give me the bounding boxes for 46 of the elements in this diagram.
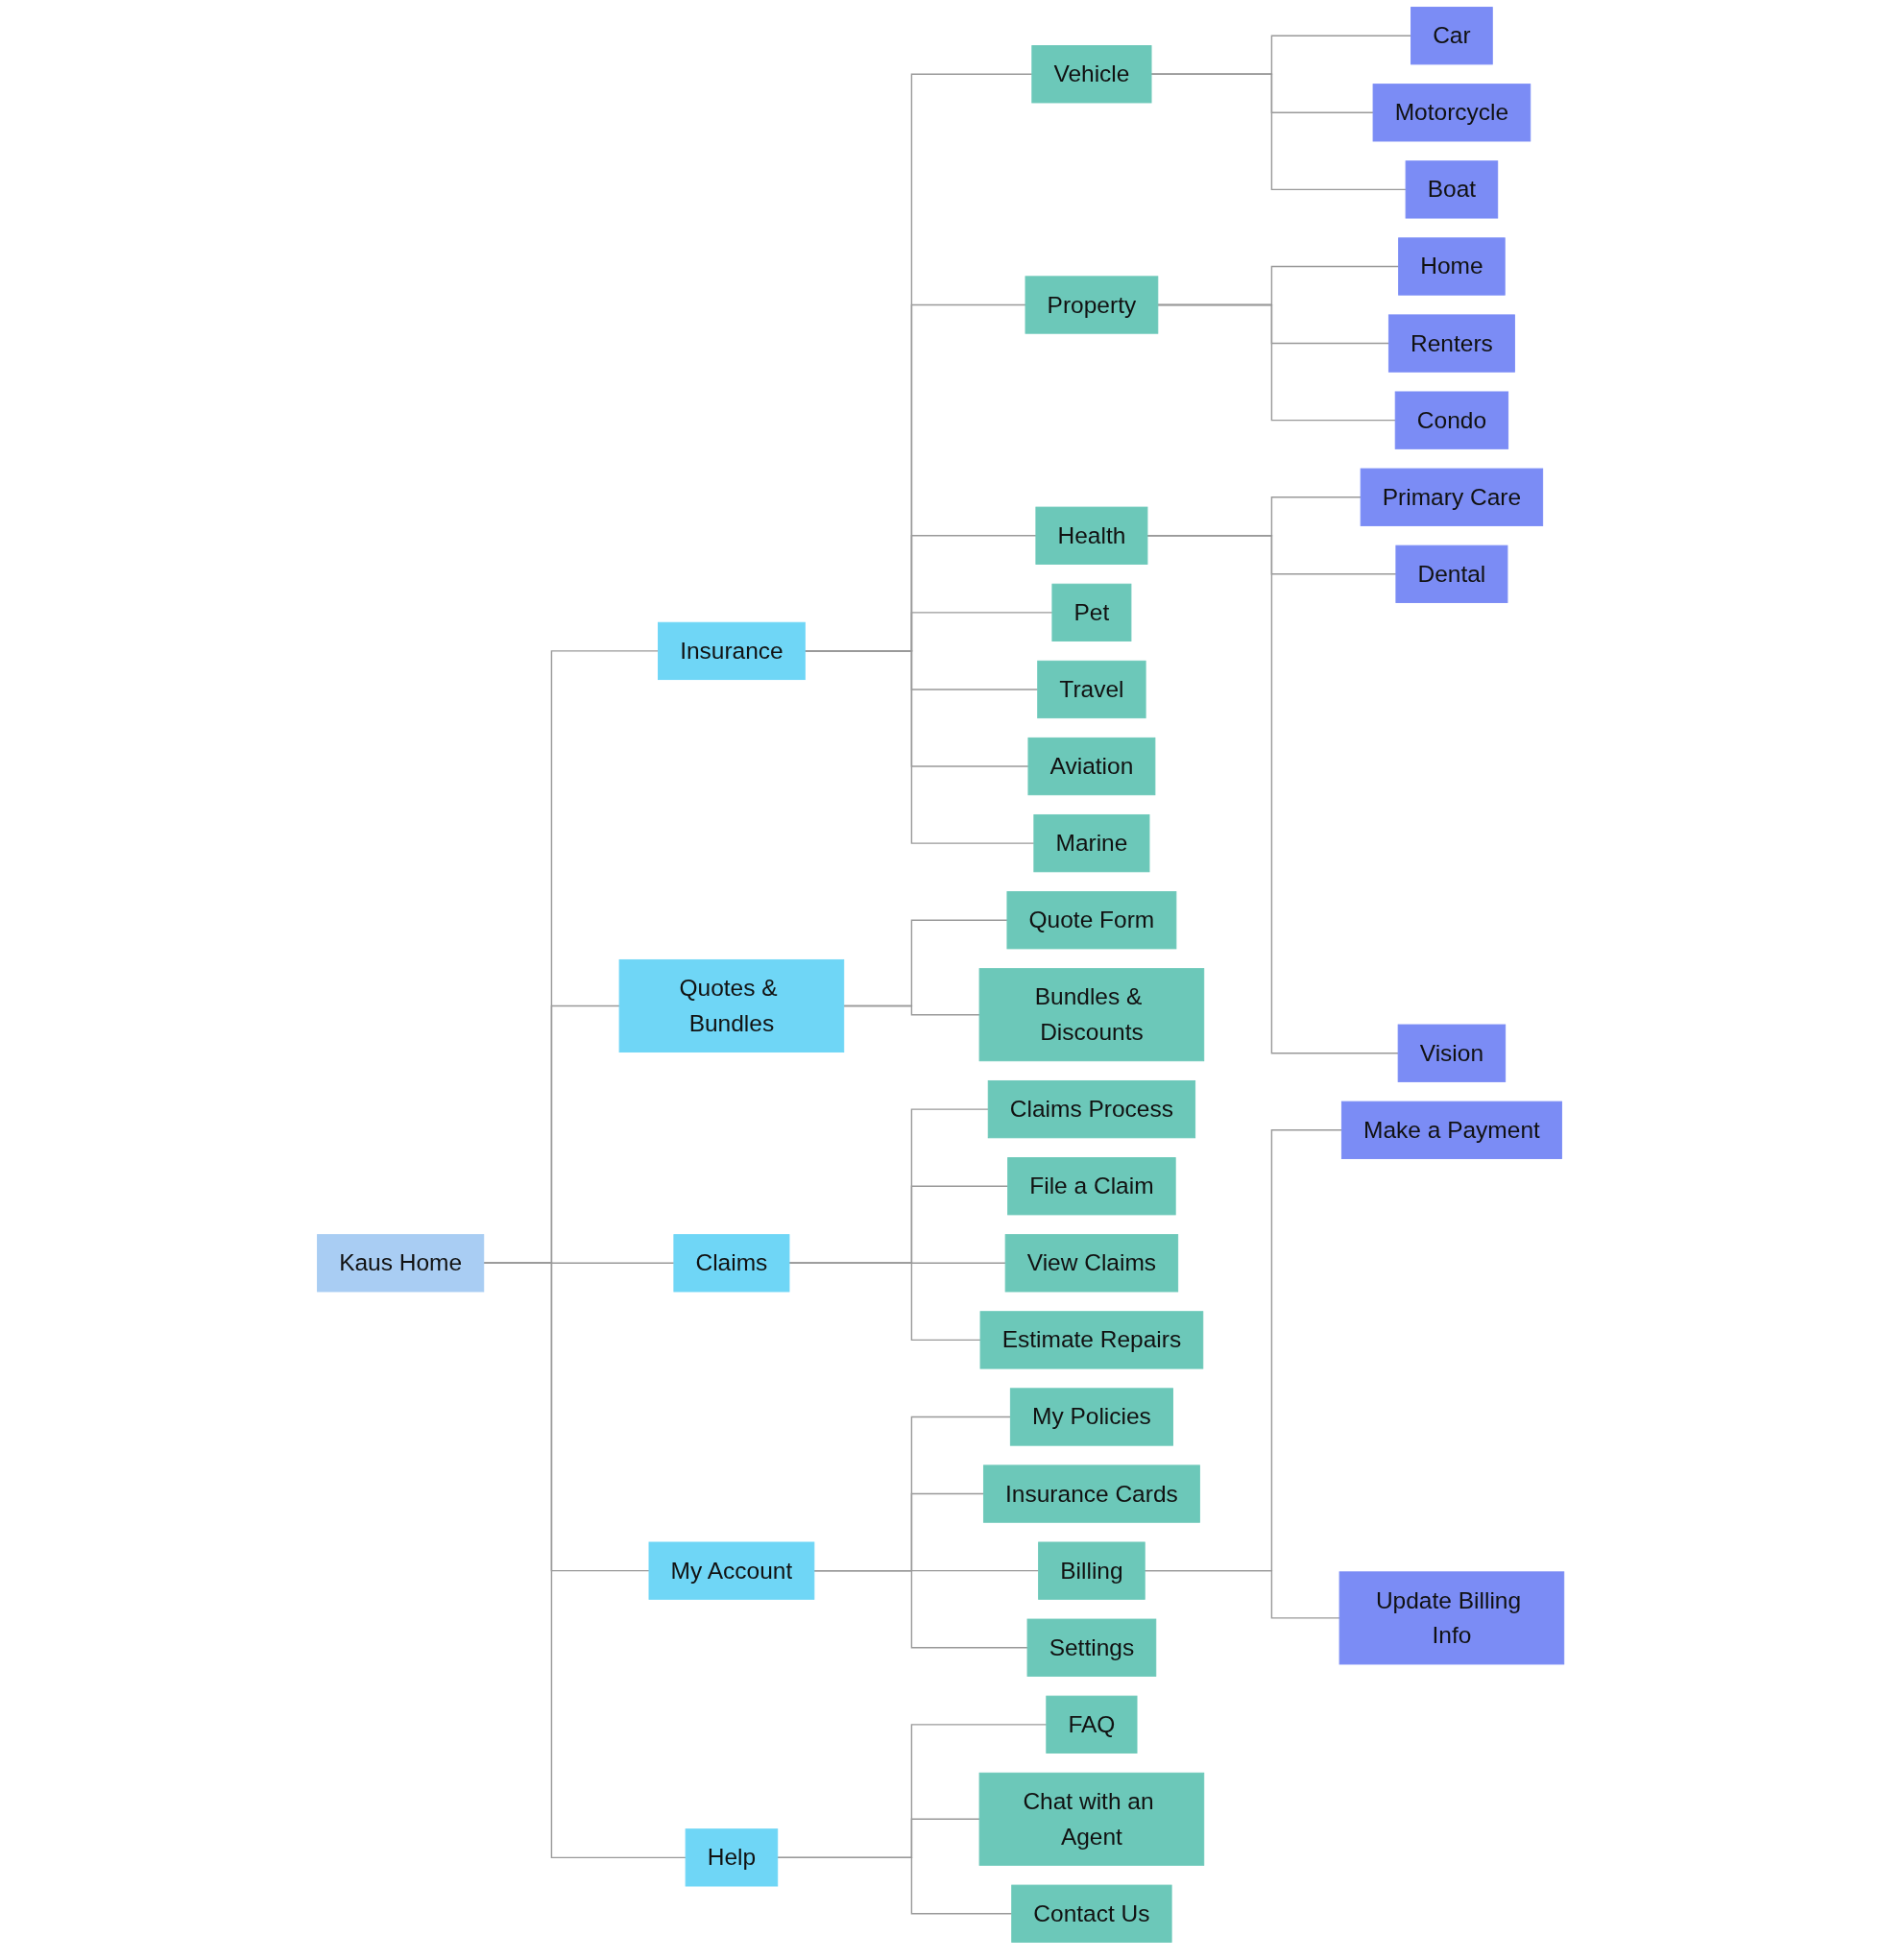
connector — [1150, 73, 1407, 191]
node-box: File a Claim — [1007, 1157, 1176, 1216]
node-box: Claims — [673, 1234, 790, 1293]
connector — [1156, 303, 1396, 422]
node-box: Chat with an Agent — [978, 1772, 1205, 1866]
node-box: Property — [1025, 276, 1159, 334]
node-box: FAQ — [1046, 1695, 1138, 1754]
node-box: Travel — [1037, 660, 1146, 719]
node-box: Bundles & Discounts — [978, 968, 1205, 1062]
node-box: Primary Care — [1360, 468, 1543, 526]
node-box: Boat — [1405, 160, 1499, 219]
node-box: Make a Payment — [1340, 1101, 1562, 1159]
node-box: My Policies — [1009, 1388, 1173, 1446]
node-box: Pet — [1051, 583, 1132, 641]
node-box: Kaus Home — [316, 1234, 485, 1293]
connector — [482, 1262, 687, 1859]
node-box: My Account — [648, 1541, 815, 1600]
node-box: Vision — [1397, 1024, 1506, 1082]
node-box: Aviation — [1027, 737, 1156, 796]
node-box: Claims Process — [987, 1080, 1195, 1139]
node-box: Car — [1410, 7, 1493, 65]
node-box: Help — [685, 1828, 779, 1887]
node-box: Update Billing Info — [1338, 1571, 1565, 1665]
connector — [842, 1004, 980, 1016]
node-box: Quote Form — [1006, 891, 1177, 950]
connector — [1146, 535, 1399, 1054]
node-box: Contact Us — [1011, 1884, 1172, 1943]
node-box: Estimate Repairs — [979, 1311, 1204, 1369]
node-box: Billing — [1038, 1541, 1145, 1600]
connector — [1144, 1569, 1340, 1619]
node-box: Home — [1398, 237, 1506, 296]
node-box: Motorcycle — [1372, 84, 1531, 142]
node-box: Health — [1035, 506, 1148, 565]
node-box: Marine — [1033, 814, 1150, 873]
node-box: Insurance Cards — [982, 1464, 1200, 1523]
node-box: Vehicle — [1031, 45, 1152, 104]
node-box: Dental — [1395, 544, 1508, 603]
connector — [776, 1856, 1013, 1915]
node-box: View Claims — [1004, 1234, 1178, 1293]
node-box: Insurance — [657, 621, 806, 681]
connector — [788, 1262, 981, 1342]
node-box: Renters — [1387, 314, 1515, 373]
node-box: Settings — [1026, 1618, 1157, 1677]
connector — [813, 1569, 1028, 1649]
node-box: Condo — [1394, 391, 1508, 449]
node-box: Quotes & Bundles — [618, 958, 845, 1053]
